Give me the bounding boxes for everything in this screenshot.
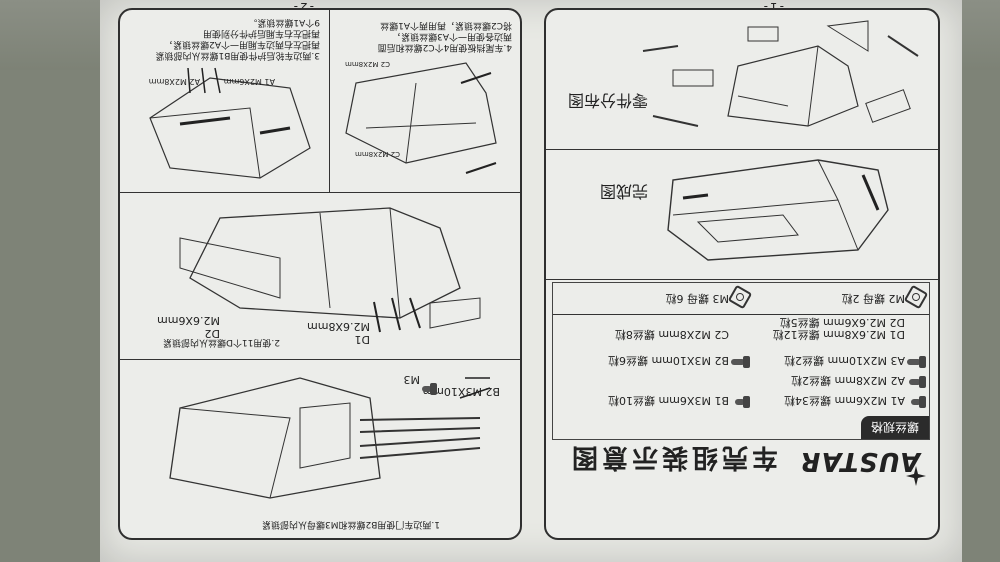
brand-logo: AUSTAR [799,446,920,476]
exploded-parts-drawing [642,20,919,127]
spec-a2: A2 M2X8mm 螺丝2粒 [791,374,905,387]
screw-icon-a3 [907,359,921,365]
parts-label: 零件分布图 [567,91,648,110]
callout-m3: M3 [403,373,421,386]
instruction-sheet: -1- AUSTAR 车壳组装示意图 螺丝规格 A1 M2X6mm 螺丝34粒 … [100,0,962,562]
star-icon [906,466,926,486]
spec-b2: B2 M3X10mm 螺丝6粒 [608,354,729,367]
step-4-text: 4.车尾挡板使用4个C2螺丝和后面 两边各使用一个A3螺丝锁紧， 将C2螺丝锁紧… [377,20,512,52]
screw-spec-table: 螺丝规格 A1 M2X6mm 螺丝34粒 A2 M2X8mm 螺丝2粒 A3 M… [552,282,930,440]
step-4-drawing [345,62,497,174]
spec-b1: B1 M3X6mm 螺丝10粒 [607,394,729,407]
completed-label: 完成图 [599,182,648,201]
page-1-panel: AUSTAR 车壳组装示意图 螺丝规格 A1 M2X6mm 螺丝34粒 A2 M… [544,8,940,540]
spec-a1: A1 M2X6mm 螺丝34粒 [784,394,905,407]
step-2-drawing [179,207,481,333]
spec-a3: A3 M2X10mm 螺丝2粒 [784,354,905,367]
rotated-content: -1- AUSTAR 车壳组装示意图 螺丝规格 A1 M2X6mm 螺丝34粒 … [100,0,962,562]
small-a1-label: A1 M2X6mm [223,77,275,86]
page-2-panel: 1.两边车门使用B2螺丝和M3螺母从内部锁紧 B2 M3X10mm M3 2.使… [118,8,522,540]
screw-icon-b1 [735,399,745,405]
spec-m3: M3 螺母 6粒 [665,292,730,305]
small-c2b-label: C2 M2X8mm [345,60,390,68]
step-1-text: 1.两边车门使用B2螺丝和M3螺母从内部锁紧 [262,519,440,529]
nut-icon-m3 [727,284,753,310]
step-3-drawing [149,67,311,179]
screw-icon-a2 [909,379,921,385]
step-3-text: 3.两边车轮后护件使用B1螺丝从内部锁紧 再把左右两边车厢用一个A2螺丝锁紧， … [155,17,321,60]
spec-m2: M2 螺母 2粒 [841,292,906,305]
small-a2-label: A2 M2X8mm [148,77,200,86]
screw-icon-callout [422,386,432,392]
spec-heading: 螺丝规格 [860,416,929,439]
small-c2a-label: C2 M2X8mm [355,150,400,158]
screw-icon-a1 [911,399,921,405]
nut-icon-m2 [903,284,929,310]
spec-d2: D2 M2.6X6mm 螺丝5粒 [779,316,905,329]
spec-c2: C2 M2X8mm 螺丝8粒 [614,328,729,341]
step-1-drawing [169,377,491,499]
completed-body-drawing [667,159,889,261]
screw-icon-b2 [731,359,745,365]
page-title: 车壳组装示意图 [567,442,778,472]
